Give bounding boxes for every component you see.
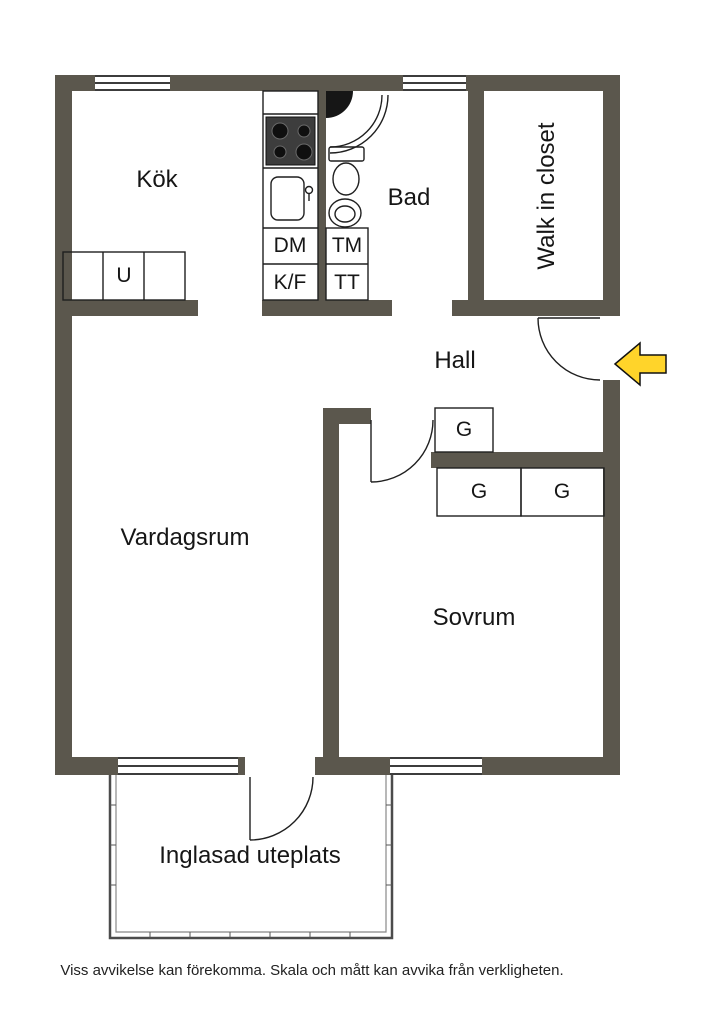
wall-closet-south <box>452 300 620 316</box>
kitchen-unit-counter <box>62 251 186 301</box>
appliance-label-dryer: TT <box>334 271 360 294</box>
wall-outer-left <box>55 75 72 775</box>
wardrobe-box <box>434 407 494 453</box>
wall-outer-right <box>603 75 620 775</box>
window-mullion <box>95 82 170 84</box>
kitchen-counter <box>262 90 319 301</box>
bedroom-door-arc <box>370 419 434 483</box>
appliance-label-washing-machine: TM <box>331 234 363 257</box>
bath-sink-icon <box>328 198 362 228</box>
entry-arrow-icon <box>613 341 667 387</box>
room-label-bedroom: Sovrum <box>432 604 516 631</box>
shower-head-icon <box>326 91 353 118</box>
bathroom-fixtures <box>325 91 389 301</box>
window-bedroom-south <box>390 757 482 775</box>
wardrobe-box <box>520 467 605 517</box>
kitchen-sink-icon <box>270 176 314 221</box>
room-label-patio: Inglasad uteplats <box>159 842 341 869</box>
patio-door-opening <box>245 757 315 775</box>
window-hall-north <box>403 75 466 91</box>
window-kitchen-north <box>95 75 170 91</box>
room-label-walk-in-closet: Walk in closet <box>533 122 560 270</box>
wall-bath-south <box>262 300 392 316</box>
wall-bedroom-north <box>431 452 620 468</box>
wall-kitchen-bath-divider <box>318 91 326 300</box>
entry-door-arc <box>537 317 601 381</box>
toilet-icon <box>328 146 365 196</box>
disclaimer-text: Viss avvikelse kan förekomma. Skala och … <box>60 962 564 979</box>
appliance-label-fridge-freezer: K/F <box>273 271 307 294</box>
window-living-south <box>118 757 238 775</box>
wardrobe-label-3: G <box>553 480 571 503</box>
door-arcs <box>249 317 601 841</box>
room-label-living-room: Vardagsrum <box>120 524 250 551</box>
window-mullion <box>118 765 238 767</box>
window-mullion <box>403 82 466 84</box>
wall-living-bedroom-divider <box>323 408 339 757</box>
window-mullion <box>390 765 482 767</box>
wall-outer-top <box>55 75 620 91</box>
room-label-kitchen: Kök <box>136 166 178 193</box>
wall-kitchen-south <box>55 300 198 316</box>
room-label-bathroom: Bad <box>387 184 431 211</box>
wardrobes <box>434 407 605 517</box>
patio-structure <box>108 775 394 940</box>
appliance-label-unit: U <box>116 264 132 287</box>
wall-bath-closet-divider <box>468 91 484 300</box>
wardrobe-label-2: G <box>470 480 488 503</box>
patio-door-arc <box>249 776 314 841</box>
appliance-label-dishwasher: DM <box>273 234 307 257</box>
room-label-hall: Hall <box>434 347 476 374</box>
stove-icon <box>265 116 316 166</box>
shower-icon <box>329 94 389 154</box>
wardrobe-label-1: G <box>455 418 473 441</box>
